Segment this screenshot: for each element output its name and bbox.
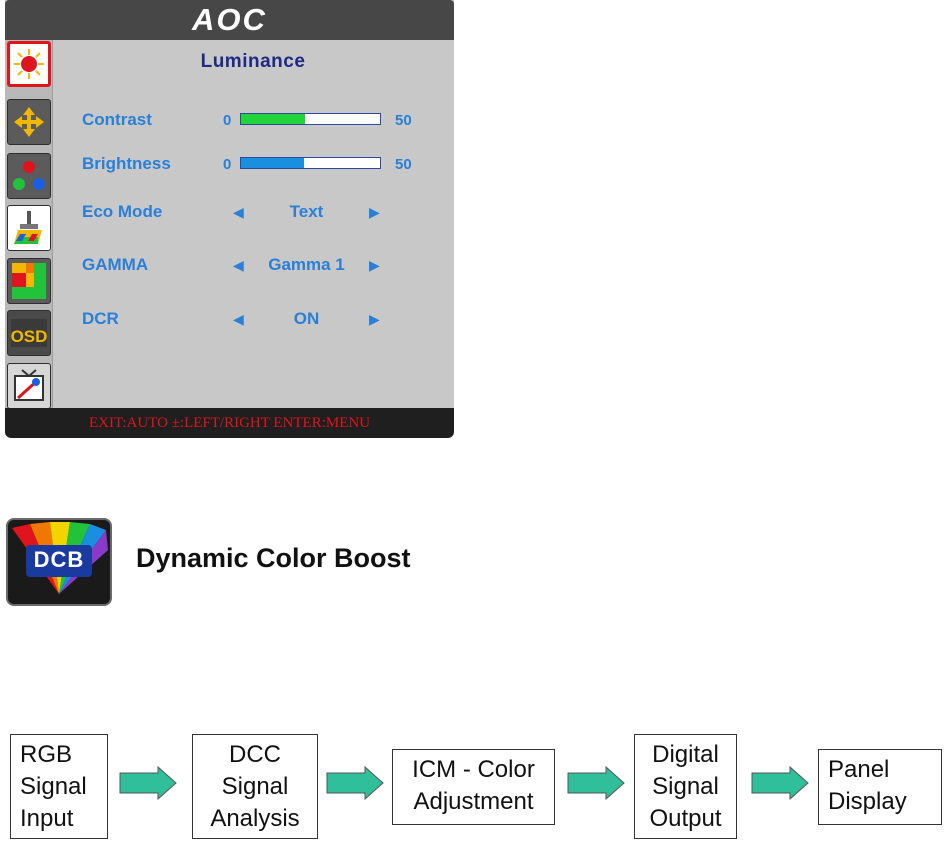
flow-line: Input (20, 805, 74, 832)
contrast-min: 0 (223, 112, 232, 129)
dcb-title: Dynamic Color Boost (136, 543, 411, 573)
gamma-left-arrow[interactable]: ◀ (233, 257, 244, 273)
flow-line: Display (828, 788, 907, 815)
brightness-slider[interactable] (240, 157, 381, 169)
osd-menu: AOC (5, 0, 454, 438)
brightness-max: 50 (395, 156, 412, 173)
flow-line: Panel (828, 756, 890, 783)
contrast-label: Contrast (82, 110, 152, 129)
flow-line: Signal (20, 773, 87, 800)
luminance-icon[interactable] (7, 41, 51, 87)
flow-line: Signal (652, 773, 719, 800)
footer-hint: EXIT:AUTO ±:LEFT/RIGHT ENTER:MENU (88, 415, 371, 431)
brightness-min: 0 (223, 156, 232, 173)
osd-header: AOC (5, 0, 454, 40)
osd-footer: EXIT:AUTO ±:LEFT/RIGHT ENTER:MENU (5, 408, 454, 438)
flow-arrow-icon (567, 765, 625, 801)
osd-setup-icon-blocks[interactable] (7, 258, 51, 304)
flow-arrow-icon (326, 765, 384, 801)
gamma-label: GAMMA (82, 255, 149, 274)
flow-box-digital-output: Digital Signal Output (634, 734, 737, 839)
color-setup-icon[interactable] (7, 153, 51, 199)
picture-boost-icon[interactable] (7, 205, 51, 251)
flow-line: Digital (652, 741, 719, 768)
contrast-slider-fill (241, 114, 305, 124)
flow-line: RGB (20, 741, 73, 768)
osd-title: Luminance (200, 51, 306, 72)
flow-box-rgb-input: RGB Signal Input (10, 734, 108, 839)
dcr-value: ON (293, 309, 320, 328)
flow-line: Adjustment (413, 788, 534, 815)
dcr-label: DCR (82, 309, 119, 328)
flow-line: ICM - Color (412, 756, 535, 783)
brand-logo: AOC (192, 2, 267, 37)
flow-arrow-icon (119, 765, 177, 801)
image-setup-icon[interactable] (7, 99, 51, 145)
osd-setup-icon[interactable]: OSD (7, 310, 51, 356)
dcb-logo-text: DCB (33, 547, 85, 572)
flow-box-dcc-analysis: DCC Signal Analysis (192, 734, 318, 839)
flow-line: Signal (221, 773, 289, 800)
brightness-label: Brightness (82, 154, 171, 173)
svg-text:OSD: OSD (11, 327, 48, 346)
dcr-right-arrow[interactable]: ▶ (369, 311, 380, 327)
gamma-value: Gamma 1 (268, 255, 345, 274)
eco-mode-label: Eco Mode (82, 202, 163, 221)
eco-mode-right-arrow[interactable]: ▶ (369, 204, 380, 220)
eco-mode-value: Text (289, 202, 324, 221)
contrast-slider[interactable] (240, 113, 381, 125)
dcb-logo-icon: DCB (6, 518, 112, 606)
dcr-left-arrow[interactable]: ◀ (233, 311, 244, 327)
flow-box-panel-display: Panel Display (818, 749, 942, 825)
flow-line: DCC (229, 741, 281, 768)
flow-line: Analysis (210, 805, 300, 832)
osd-sidebar: OSD (5, 40, 53, 409)
brightness-slider-fill (241, 158, 304, 168)
flow-arrow-icon (751, 765, 809, 801)
extra-icon[interactable] (7, 363, 51, 409)
eco-mode-left-arrow[interactable]: ◀ (233, 204, 244, 220)
contrast-max: 50 (395, 112, 412, 129)
flow-box-icm-adjustment: ICM - Color Adjustment (392, 749, 555, 825)
flow-line: Output (649, 805, 722, 832)
gamma-right-arrow[interactable]: ▶ (369, 257, 380, 273)
